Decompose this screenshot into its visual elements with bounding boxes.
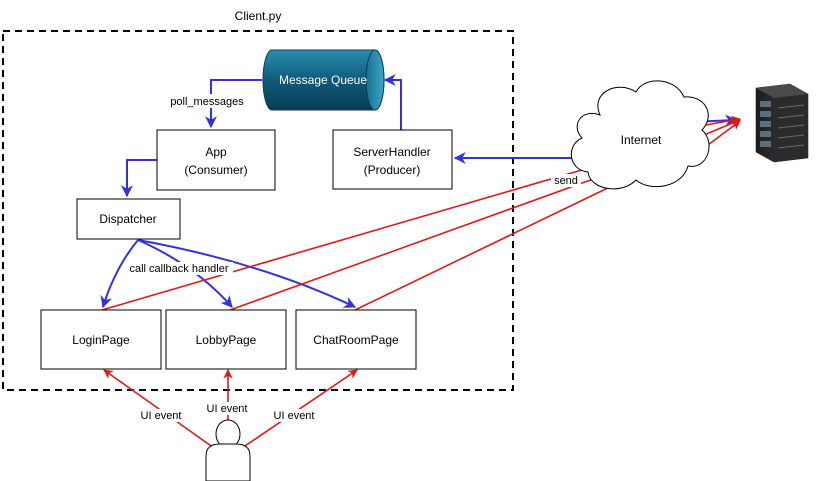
- user-icon: [205, 419, 251, 481]
- client-container: Client.py: [2, 9, 514, 391]
- ui-event-lobby-label: UI event: [207, 403, 248, 415]
- dispatcher-box: Dispatcher: [76, 198, 181, 240]
- edge-labels: poll_messages call callback handler send…: [125, 94, 581, 422]
- lobby-send-line: [229, 177, 597, 311]
- producer-to-queue-arrow: [383, 74, 402, 130]
- login-send-line: [101, 166, 593, 311]
- message-queue: Message Queue: [262, 49, 385, 111]
- chat-room-page-label: ChatRoomPage: [313, 333, 399, 347]
- app-to-dispatcher-arrow: [121, 159, 157, 198]
- poll-messages-label: poll_messages: [170, 96, 244, 108]
- lobby-page-box: LobbyPage: [165, 309, 287, 370]
- dispatcher-to-login-arrow: [100, 239, 139, 309]
- ui-event-chat-label: UI event: [274, 410, 315, 422]
- call-callback-handler-label: call callback handler: [129, 263, 228, 275]
- internet-label: Internet: [621, 133, 662, 147]
- send-label: send: [554, 175, 578, 187]
- chatroom-send-line: [354, 184, 615, 311]
- app-box: App (Consumer): [156, 129, 276, 191]
- chat-room-page-box: ChatRoomPage: [295, 309, 417, 370]
- lobby-page-label: LobbyPage: [196, 333, 257, 347]
- server-rack-icon: [755, 83, 809, 163]
- server-handler-sublabel: (Producer): [364, 163, 421, 177]
- internet-cloud: Internet: [571, 80, 710, 190]
- app-sublabel: (Consumer): [184, 163, 247, 177]
- app-label: App: [205, 145, 227, 159]
- message-queue-label: Message Queue: [279, 73, 367, 87]
- login-page-box: LoginPage: [40, 309, 162, 370]
- poll-messages-arrow: [205, 79, 262, 129]
- server-handler-label: ServerHandler: [353, 145, 430, 159]
- login-page-label: LoginPage: [72, 333, 130, 347]
- container-title: Client.py: [235, 9, 282, 23]
- server-handler-box: ServerHandler (Producer): [332, 129, 453, 190]
- ui-event-login-label: UI event: [141, 410, 182, 422]
- dispatcher-label: Dispatcher: [99, 212, 156, 226]
- dispatcher-to-chatroom-arrow: [137, 239, 357, 308]
